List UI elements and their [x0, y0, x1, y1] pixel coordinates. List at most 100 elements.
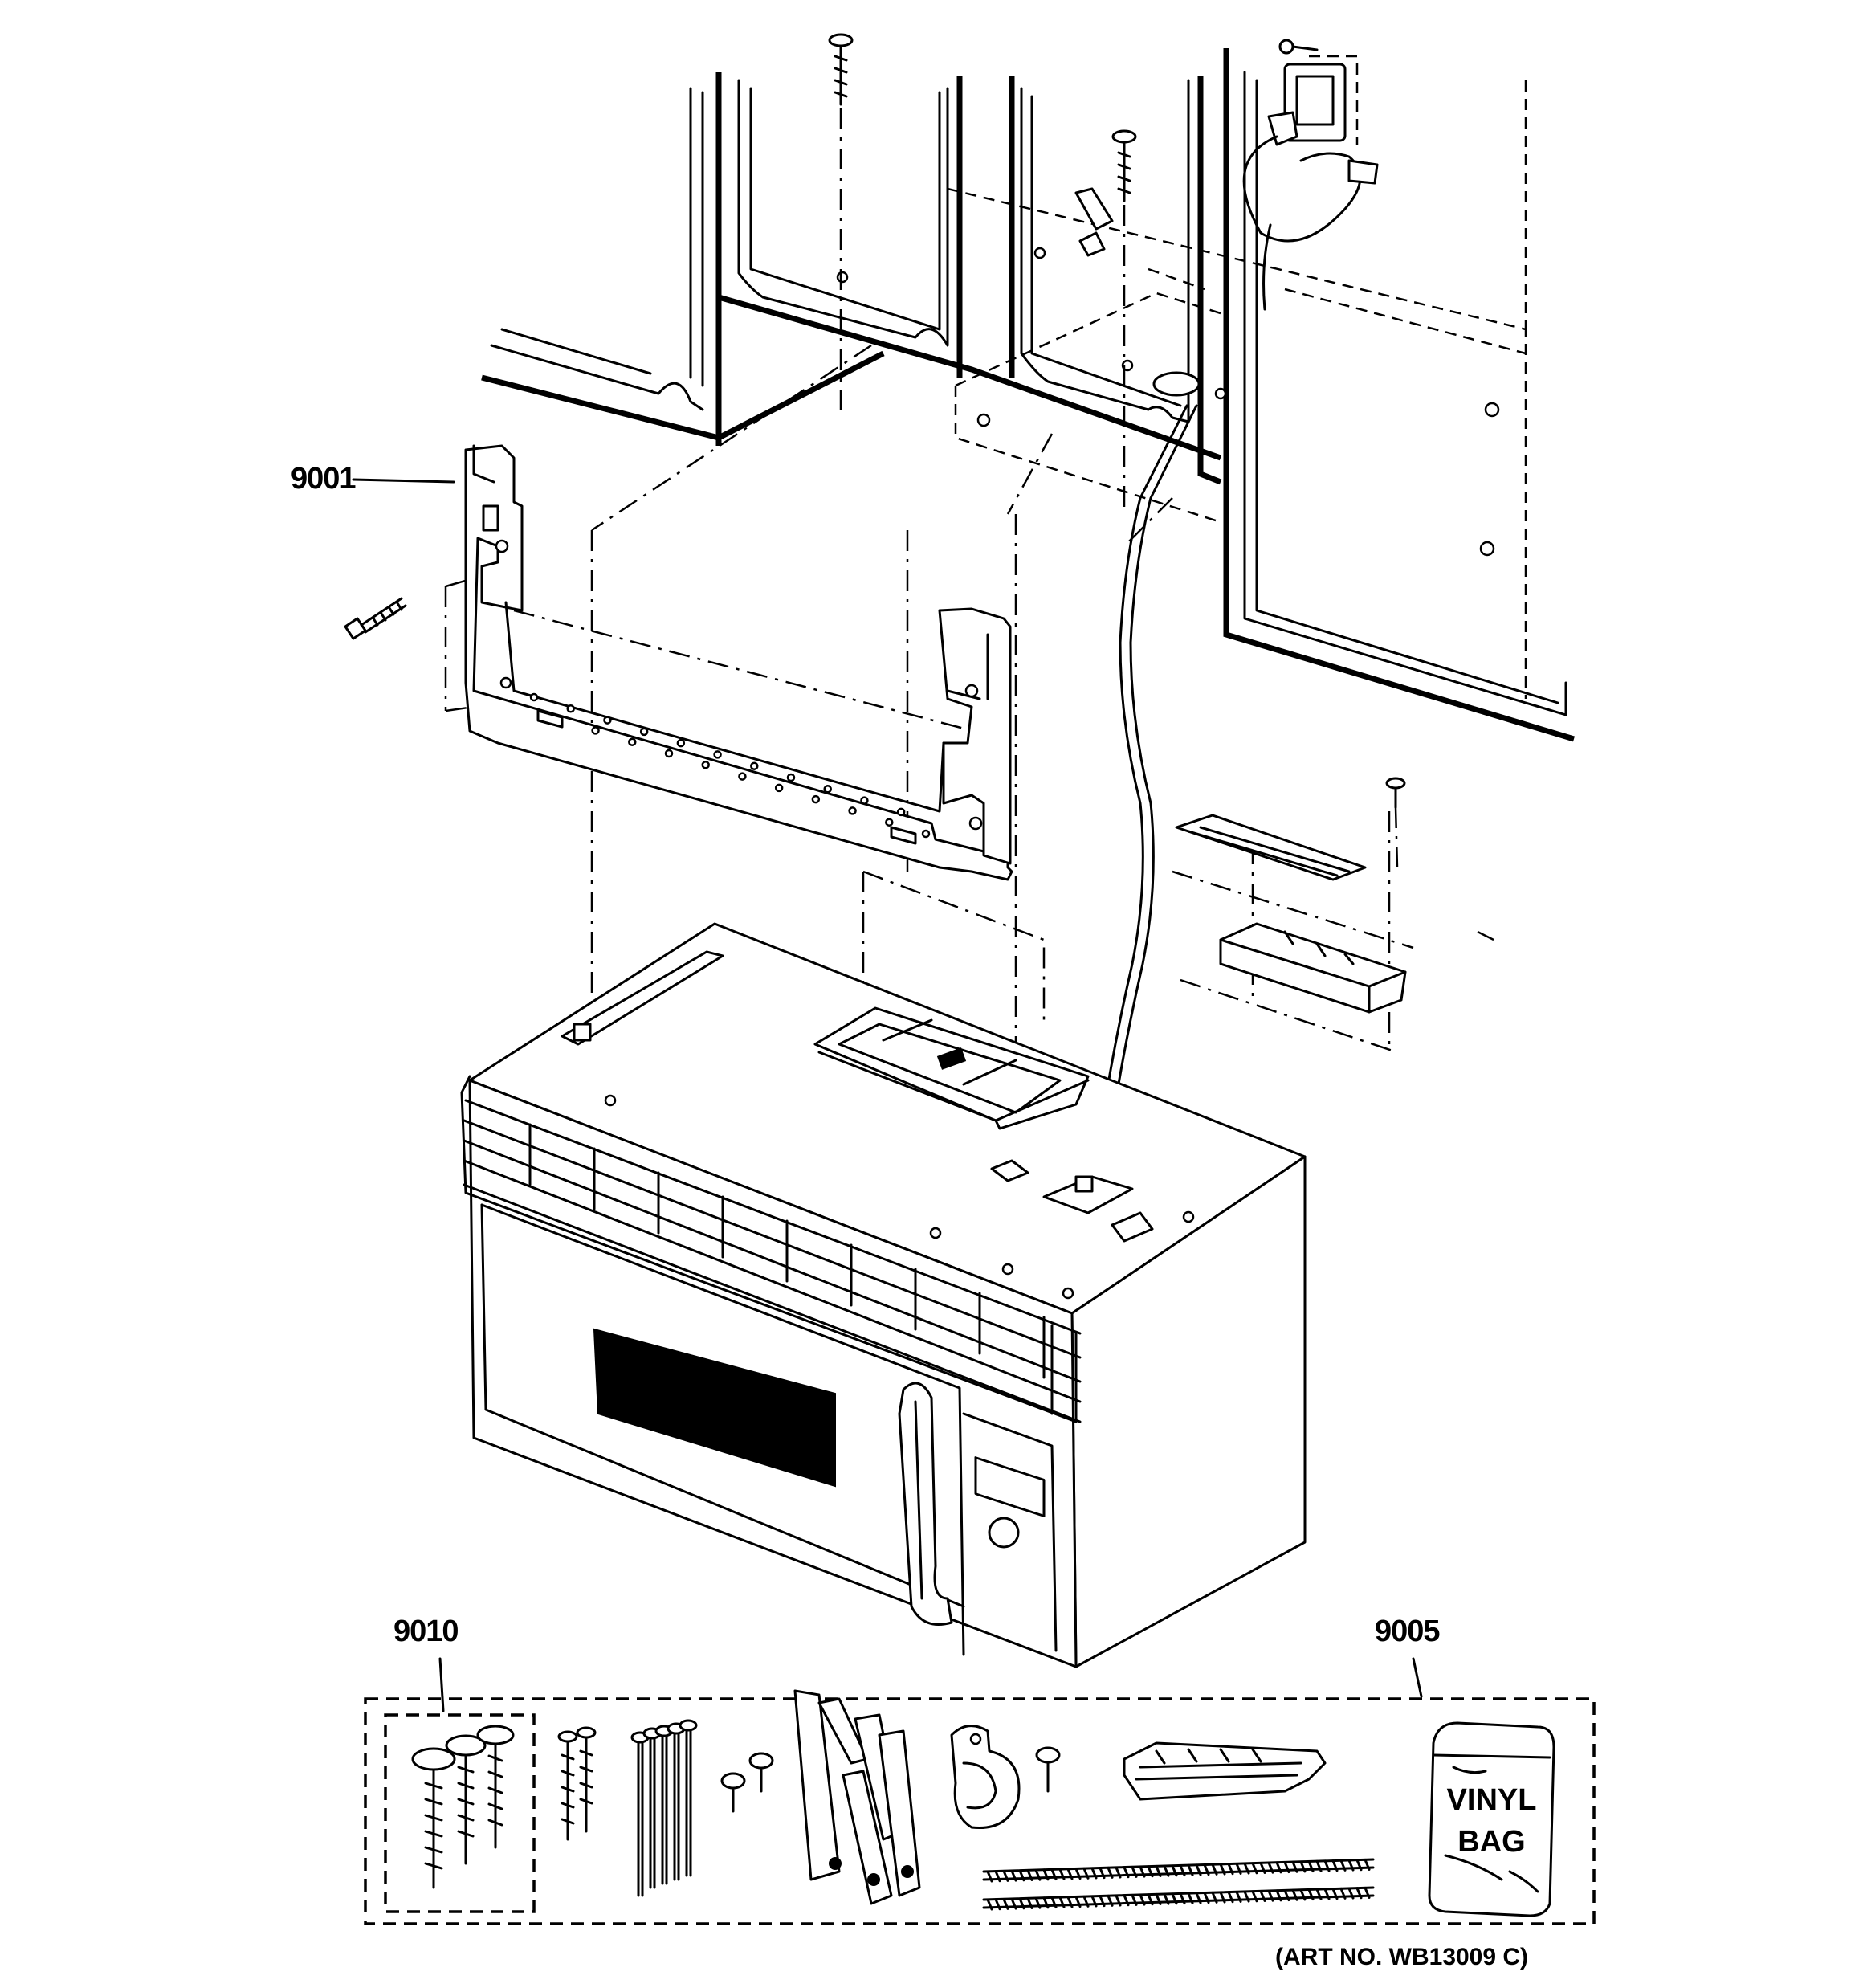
- strip-rib: [1227, 1863, 1234, 1876]
- strip-rib: [1131, 1865, 1138, 1878]
- bracket-hole: [848, 806, 857, 815]
- strip-rib: [1010, 1897, 1017, 1910]
- strip-rib: [1163, 1892, 1170, 1905]
- strip-rib: [994, 1898, 1001, 1911]
- strip-rib: [1050, 1868, 1058, 1881]
- strip-rib: [1090, 1895, 1098, 1908]
- strip-rib: [1364, 1886, 1371, 1899]
- bracket-screw-icon: [344, 597, 407, 640]
- bracket-hole: [860, 796, 869, 805]
- foam-strip-icons: [982, 1858, 1375, 1911]
- vinyl-bag-icon: [1428, 1721, 1555, 1917]
- strip-rib: [1179, 1892, 1186, 1905]
- strip-rib: [1203, 1892, 1210, 1904]
- strip-rib: [1203, 1863, 1210, 1876]
- strip-rib: [1034, 1896, 1042, 1909]
- strip-rib: [1187, 1892, 1194, 1904]
- strip-rib: [1307, 1860, 1315, 1873]
- bracket-hole: [591, 726, 600, 735]
- strip-rib: [1347, 1887, 1355, 1900]
- bracket-hole: [529, 692, 539, 702]
- strip-rib: [1002, 1897, 1009, 1910]
- strip-rib: [1074, 1868, 1082, 1880]
- bracket-hole: [811, 794, 821, 804]
- strip-rib: [1107, 1866, 1114, 1879]
- filter-screw-icon: [1385, 777, 1406, 809]
- strip-rib: [1131, 1893, 1138, 1906]
- parts-kit-box: [364, 1697, 1596, 1925]
- bracket-hole: [664, 749, 674, 758]
- strip-rib: [1211, 1863, 1218, 1876]
- strip-rib: [1331, 1888, 1339, 1900]
- strip-rib: [1082, 1867, 1090, 1880]
- leader-9005: [1412, 1657, 1423, 1698]
- strip-rib: [1291, 1888, 1298, 1901]
- strip-rib: [1034, 1868, 1042, 1881]
- wall-cabinets: [481, 48, 1576, 742]
- strip-rib: [1139, 1865, 1146, 1878]
- strip-rib: [1123, 1866, 1130, 1879]
- strip-rib: [1283, 1889, 1290, 1902]
- strip-rib: [1074, 1896, 1082, 1908]
- strip-rib: [1099, 1895, 1106, 1908]
- strip-rib: [1355, 1887, 1363, 1900]
- strip-rib: [1042, 1896, 1050, 1909]
- bracket-hole: [774, 783, 784, 793]
- strip-rib: [986, 1898, 993, 1911]
- strip-rib: [1243, 1862, 1250, 1875]
- strip-rib: [994, 1870, 1001, 1883]
- strip-rib: [1066, 1896, 1074, 1908]
- strip-rib: [1018, 1897, 1025, 1910]
- strip-rib: [1251, 1890, 1258, 1903]
- strip-rib: [1115, 1866, 1122, 1879]
- strip-rib: [1315, 1859, 1323, 1872]
- strip-rib: [1299, 1860, 1307, 1873]
- strip-rib: [1050, 1896, 1058, 1909]
- strip-rib: [1026, 1868, 1033, 1881]
- bracket-hole: [738, 772, 747, 781]
- toggle-bolt-icon: [1074, 187, 1114, 257]
- bracket-hole: [676, 738, 686, 748]
- callout-9001: 9001: [291, 462, 357, 496]
- leader-9001: [352, 478, 455, 484]
- microwave-oven: [460, 922, 1307, 1668]
- strip-rib: [1267, 1861, 1274, 1874]
- strip-rib: [1115, 1894, 1122, 1907]
- strip-rib: [1211, 1891, 1218, 1904]
- art-number: (ART NO. WB13009 C): [1275, 1944, 1529, 1970]
- strip-rib: [1179, 1864, 1186, 1877]
- strip-rib: [1010, 1869, 1017, 1882]
- vinyl-bag-label: VINYL BAG: [1429, 1779, 1554, 1863]
- bracket-hole: [896, 807, 906, 817]
- strip-rib: [1355, 1859, 1363, 1872]
- strip-rib: [1163, 1864, 1170, 1877]
- strip-rib: [1082, 1895, 1090, 1908]
- strip-rib: [1323, 1859, 1331, 1872]
- screw-set-box: [384, 1713, 536, 1913]
- bracket-hole: [713, 750, 722, 759]
- damper-housing: [1219, 922, 1407, 1014]
- strip-rib: [1155, 1892, 1162, 1905]
- strip-rib: [1066, 1868, 1074, 1880]
- clamp-screw-icon: [1035, 1746, 1061, 1793]
- alignment-lines: [444, 108, 1494, 1161]
- strip-rib: [1147, 1893, 1154, 1906]
- strip-rib: [1227, 1891, 1234, 1904]
- strip-rib: [1042, 1868, 1050, 1881]
- charcoal-filter: [1175, 814, 1367, 881]
- strip-rib: [1018, 1869, 1025, 1882]
- callout-9005: 9005: [1375, 1614, 1441, 1648]
- strip-rib: [1099, 1867, 1106, 1880]
- strip-rib: [1219, 1863, 1226, 1876]
- mounting-bracket: [464, 444, 1013, 881]
- strip-rib: [1243, 1890, 1250, 1903]
- strip-rib: [1058, 1896, 1066, 1908]
- strip-rib: [1283, 1861, 1290, 1874]
- bracket-hole: [603, 716, 612, 725]
- strip-rib: [1026, 1896, 1033, 1909]
- damper-kit-icon: [1123, 1741, 1327, 1801]
- strip-rib: [1155, 1864, 1162, 1877]
- strip-rib: [1195, 1863, 1202, 1876]
- leader-9010: [438, 1657, 445, 1712]
